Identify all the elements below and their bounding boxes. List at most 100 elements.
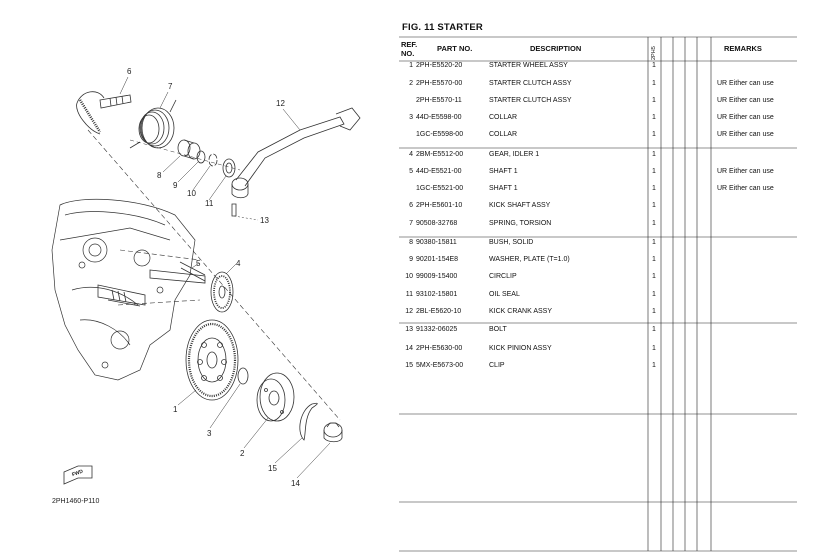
callout-13: 13 [260,216,269,225]
row-ref-no: 9 [409,256,413,263]
row-ref-no: 8 [409,239,413,246]
row-description: STARTER WHEEL ASSY [489,62,568,69]
row-qty: 1 [652,80,656,87]
row-part-no: 1GC-E5521-00 [416,185,464,192]
row-ref-no: 4 [409,151,413,158]
clip [299,402,318,441]
row-ref-no: 7 [409,220,413,227]
row-ref-no: 12 [405,308,413,315]
row-part-no: 2PH-E5520-20 [416,62,463,69]
bush [177,139,201,160]
header-ref-line1: REF. [401,40,418,49]
callout-8: 8 [157,171,162,180]
exploded-diagram: 6 7 8 9 10 11 12 13 4 5 1 3 2 15 14 FWD … [51,67,361,505]
row-part-no: 93102-15801 [416,291,458,298]
row-ref-no: 6 [409,202,413,209]
row-qty: 1 [652,220,656,227]
header-ref-line2: NO. [401,49,415,58]
row-qty: 1 [652,62,656,69]
row-qty: 1 [652,273,656,280]
row-qty: 1 [652,239,656,246]
row-ref-no: 13 [405,326,413,333]
callout-2: 2 [240,449,245,458]
callout-12: 12 [276,99,285,108]
row-part-no: 2BL-E5620-10 [416,308,462,315]
starter-wheel [185,319,239,401]
row-ref-no: 15 [405,362,413,369]
kick-pinion [323,422,343,443]
row-part-no: 91332-06025 [416,326,458,333]
callout-15: 15 [268,464,277,473]
row-description: BUSH, SOLID [489,239,534,246]
row-description: COLLAR [489,131,518,138]
row-description: WASHER, PLATE (T=1.0) [489,256,570,263]
row-part-no: 2PH-E5601-10 [416,202,463,209]
row-description: KICK SHAFT ASSY [489,202,551,209]
row-qty: 1 [652,308,656,315]
shaft-1 [179,261,206,282]
row-ref-no: 2 [409,80,413,87]
kick-shaft [76,91,132,135]
row-description: SPRING, TORSION [489,220,552,227]
row-ref-no: 14 [405,345,413,352]
callout-5: 5 [196,259,201,268]
callout-6: 6 [127,67,132,76]
washer [196,150,206,164]
callout-9: 9 [173,181,178,190]
oil-seal [222,158,236,178]
row-qty: 1 [652,345,656,352]
parts-sheet: FIG. 11 STARTER REF. NO. PART NO. DESCRI… [399,0,821,560]
callout-11: 11 [205,199,214,208]
row-ref-no: 5 [409,168,413,175]
header-remarks: REMARKS [724,44,762,53]
row-description: GEAR, IDLER 1 [489,151,540,158]
bolt [231,203,259,221]
row-part-no: 2PH-E5630-00 [416,345,463,352]
row-ref-no: 3 [409,114,413,121]
kick-crank [231,107,361,199]
row-part-no: 90201-154E8 [416,256,459,263]
row-part-no: 2BM-E5512-00 [416,151,464,158]
callout-1: 1 [173,405,178,414]
torsion-spring [129,99,177,149]
fwd-label: FWD [71,469,84,479]
row-description: COLLAR [489,114,518,121]
circlip [208,153,218,167]
row-qty: 1 [652,326,656,333]
row-qty: 1 [652,362,656,369]
row-qty: 1 [652,291,656,298]
row-qty: 1 [652,114,656,121]
row-qty: 1 [652,168,656,175]
header-model: 2PH5 [651,46,657,60]
row-part-no: 5MX-E5673-00 [416,362,464,369]
row-qty: 1 [652,256,656,263]
collar [237,367,249,385]
row-remarks: UR Either can use [717,114,774,121]
row-description: KICK PINION ASSY [489,345,552,352]
row-description: SHAFT 1 [489,185,518,192]
diagram-code: 2PH1460-P110 [52,498,99,505]
callout-4: 4 [236,259,241,268]
fwd-arrow-icon [63,465,93,485]
row-part-no: 2PH-E5570-00 [416,80,463,87]
row-part-no: 2PH-E5570-11 [416,97,462,104]
row-remarks: UR Either can use [717,97,774,104]
row-description: SHAFT 1 [489,168,518,175]
row-remarks: UR Either can use [717,80,774,87]
header-description: DESCRIPTION [530,44,582,53]
shaft-protrusions [97,269,206,307]
row-part-no: 1GC-E5598-00 [416,131,464,138]
starter-clutch [256,372,295,422]
row-description: STARTER CLUTCH ASSY [489,80,572,87]
row-qty: 1 [652,131,656,138]
callout-7: 7 [168,82,173,91]
row-part-no: 99009-15400 [416,273,458,280]
row-description: CLIP [489,362,505,369]
row-description: BOLT [489,326,507,333]
row-part-no: 44D-E5521-00 [416,168,462,175]
row-remarks: UR Either can use [717,185,774,192]
row-qty: 1 [652,202,656,209]
callout-14: 14 [291,479,300,488]
callout-labels: 6 7 8 9 10 11 12 13 4 5 1 3 2 15 14 [127,67,300,488]
row-part-no: 90380-15811 [416,239,457,246]
